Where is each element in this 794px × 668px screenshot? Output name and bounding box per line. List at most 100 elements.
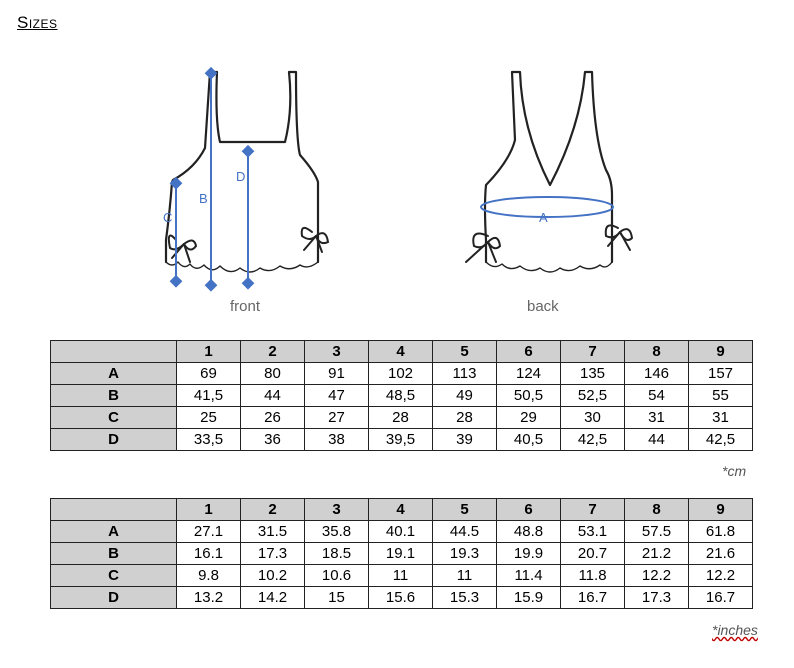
table-header-row: 1 2 3 4 5 6 7 8 9: [50, 340, 753, 363]
table-cell: 113: [432, 362, 497, 385]
table-cell: 39: [432, 428, 497, 451]
garment-diagram: C B D front A back: [163, 66, 634, 315]
table-cell: 16.7: [688, 586, 753, 609]
table-row: B 16.1 17.3 18.5 19.1 19.3 19.9 20.7 21.…: [50, 542, 753, 565]
size-col-header: 2: [240, 498, 305, 521]
table-cell: 15.3: [432, 586, 497, 609]
size-col-header: 5: [432, 498, 497, 521]
back-bow-left: [465, 232, 502, 263]
size-col-header: 7: [560, 498, 625, 521]
size-col-header: 9: [688, 340, 753, 363]
table-cell: 10.6: [304, 564, 369, 587]
table-cell: 44.5: [432, 520, 497, 543]
size-col-header: 5: [432, 340, 497, 363]
table-cell: 52,5: [560, 384, 625, 407]
table-cell: 91: [304, 362, 369, 385]
table-cell: 31: [624, 406, 689, 429]
table-cell: 40.1: [368, 520, 433, 543]
table-cell: 19.3: [432, 542, 497, 565]
row-label: B: [50, 542, 177, 565]
table-cell: 36: [240, 428, 305, 451]
table-cell: 69: [176, 362, 241, 385]
table-cell: 39,5: [368, 428, 433, 451]
table-cell: 11: [432, 564, 497, 587]
size-col-header: 1: [176, 498, 241, 521]
table-cell: 47: [304, 384, 369, 407]
page-title: Sizes: [17, 13, 58, 32]
front-caption: front: [230, 298, 261, 315]
table-header-row: 1 2 3 4 5 6 7 8 9: [50, 498, 753, 521]
row-label: A: [50, 362, 177, 385]
unit-note-cm: *cm: [722, 463, 747, 479]
table-cell: 17.3: [240, 542, 305, 565]
table-row: C 25 26 27 28 28 29 30 31 31: [50, 406, 753, 429]
table-cell: 21.2: [624, 542, 689, 565]
table-cell: 12.2: [624, 564, 689, 587]
size-col-header: 8: [624, 340, 689, 363]
table-cell: 49: [432, 384, 497, 407]
table-cell: 11.4: [496, 564, 561, 587]
table-cell: 42,5: [688, 428, 753, 451]
table-cell: 16.1: [176, 542, 241, 565]
table-cell: 41,5: [176, 384, 241, 407]
table-cell: 10.2: [240, 564, 305, 587]
table-cell: 18.5: [304, 542, 369, 565]
size-table-inches: 1 2 3 4 5 6 7 8 9 A 27.1 31.5 35.8 40.1 …: [50, 498, 753, 609]
back-caption: back: [527, 298, 559, 315]
table-row: B 41,5 44 47 48,5 49 50,5 52,5 54 55: [50, 384, 753, 407]
table-cell: 35.8: [304, 520, 369, 543]
row-label: D: [50, 586, 177, 609]
back-bow-right: [604, 224, 634, 251]
table-cell: 38: [304, 428, 369, 451]
table-row: A 27.1 31.5 35.8 40.1 44.5 48.8 53.1 57.…: [50, 520, 753, 543]
table-cell: 102: [368, 362, 433, 385]
size-col-header: 2: [240, 340, 305, 363]
size-col-header: 6: [496, 340, 561, 363]
table-cell: 124: [496, 362, 561, 385]
size-col-header: 7: [560, 340, 625, 363]
table-cell: 11.8: [560, 564, 625, 587]
back-top-sketch: [483, 70, 614, 273]
size-col-header: 9: [688, 498, 753, 521]
table-cell: 48.8: [496, 520, 561, 543]
table-cell: 9.8: [176, 564, 241, 587]
table-cell: 26: [240, 406, 305, 429]
table-cell: 13.2: [176, 586, 241, 609]
row-label: A: [50, 520, 177, 543]
table-cell: 15.9: [496, 586, 561, 609]
size-table-cm: 1 2 3 4 5 6 7 8 9 A 69 80 91 102 113 124…: [50, 340, 753, 451]
table-cell: 44: [624, 428, 689, 451]
measure-label-a: A: [539, 210, 548, 225]
table-cell: 31.5: [240, 520, 305, 543]
table-cell: 57.5: [624, 520, 689, 543]
table-cell: 12.2: [688, 564, 753, 587]
size-col-header: 8: [624, 498, 689, 521]
size-col-header: 4: [368, 498, 433, 521]
row-label: D: [50, 428, 177, 451]
table-cell: 11: [368, 564, 433, 587]
table-cell: 14.2: [240, 586, 305, 609]
table-cell: 31: [688, 406, 753, 429]
size-col-header: 3: [304, 340, 369, 363]
front-bow-left: [167, 234, 198, 263]
table-cell: 25: [176, 406, 241, 429]
size-col-header: 4: [368, 340, 433, 363]
table-cell: 157: [688, 362, 753, 385]
table-cell: 21.6: [688, 542, 753, 565]
size-col-header: 1: [176, 340, 241, 363]
table-cell: 42,5: [560, 428, 625, 451]
unit-note-inches: *inches: [712, 622, 758, 638]
front-bow-right: [300, 226, 330, 253]
table-cell: 53.1: [560, 520, 625, 543]
table-cell: 48,5: [368, 384, 433, 407]
measure-label-b: B: [199, 191, 208, 206]
table-cell: 15.6: [368, 586, 433, 609]
row-label: B: [50, 384, 177, 407]
table-cell: 30: [560, 406, 625, 429]
table-cell: 20.7: [560, 542, 625, 565]
table-cell: 15: [304, 586, 369, 609]
table-cell: 17.3: [624, 586, 689, 609]
table-cell: 16.7: [560, 586, 625, 609]
table-cell: 54: [624, 384, 689, 407]
table-cell: 40,5: [496, 428, 561, 451]
